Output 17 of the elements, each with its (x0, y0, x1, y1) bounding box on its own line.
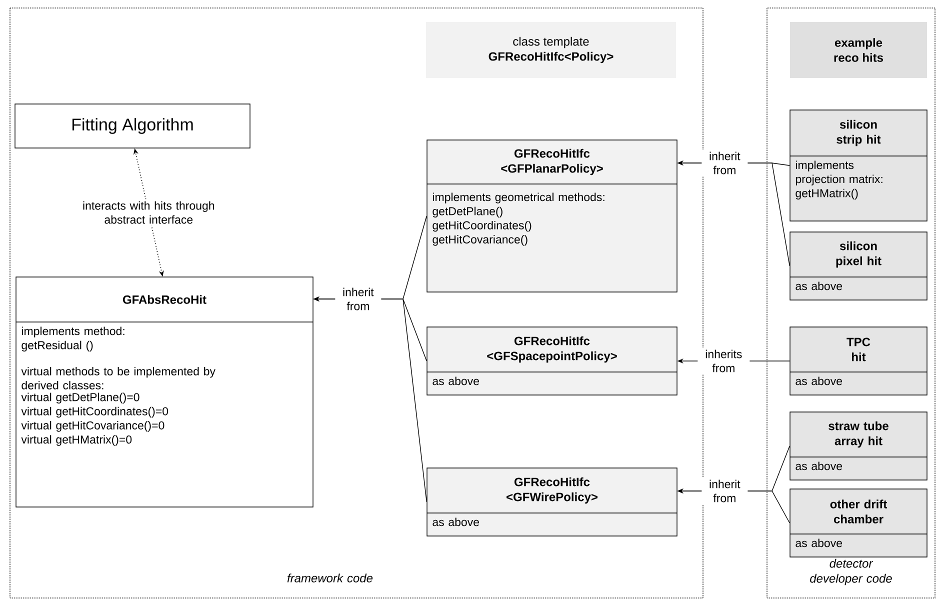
edge-label: inherit from (335, 286, 382, 312)
heading-band: example reco hits (790, 22, 927, 78)
heading-band: class template GFRecoHitIfc<Policy> (426, 22, 676, 78)
edge-label: interacts with hits through abstract interface (72, 199, 226, 226)
class-box: GFAbsRecoHit implements method: getResidual () virtual methods to be implemented by derived classes: virtual getDetPlane()=0 virtual getHitCoordinates()=0 virtual getHitCovariance()=0 virtual getHMatrix()=0 (16, 276, 314, 508)
class-box: silicon pixel hit as above (790, 232, 928, 300)
edge-label: inherit from (702, 478, 748, 504)
class-box: silicon strip hit implements projection matrix: getHMatrix() (790, 110, 928, 222)
class-box: GFRecoHitIfc <GFPlanarPolicy> implements geometrical methods: getDetPlane() getHitCoordinates() getHitCovariance() (426, 140, 678, 292)
component-box: Fitting Algorithm (14, 104, 250, 148)
class-box: straw tube array hit as above (790, 412, 928, 480)
class-box: other drift chamber as above (790, 488, 928, 558)
edge-label: inherits from (698, 348, 750, 374)
class-box: GFRecoHitIfc <GFSpacepointPolicy> as above (426, 326, 678, 396)
class-box: TPC hit as above (790, 326, 928, 396)
class-box: GFRecoHitIfc <GFWirePolicy> as above (426, 468, 678, 536)
edge-label: inherit from (702, 150, 748, 176)
